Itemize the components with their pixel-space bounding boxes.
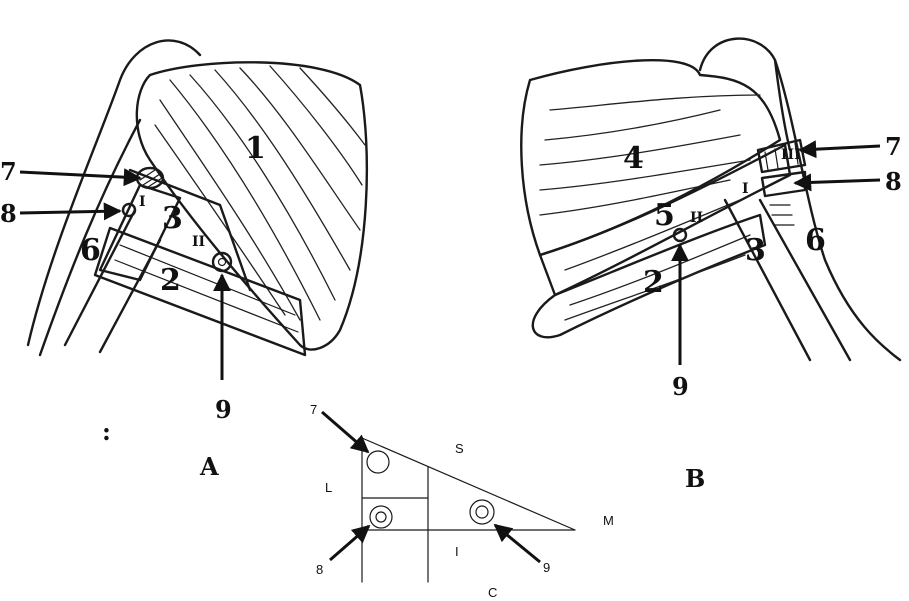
figure-b-label-5: 5 <box>654 198 675 233</box>
schematic-label-7: 7 <box>310 402 317 417</box>
figure-a-triangular-space <box>128 168 252 292</box>
schematic-label-m: M <box>603 513 614 528</box>
figure-a-label-3: 3 <box>162 201 183 236</box>
schematic-circle-8 <box>369 505 393 529</box>
figure-a-humerus <box>63 208 137 347</box>
figure-b-roman-1: I <box>742 181 749 197</box>
figure-b-arrow-7 <box>798 140 881 159</box>
figure-a-muscle-1-fibers <box>154 65 366 321</box>
figure-a-roman-2: II <box>192 234 205 250</box>
figure-b-arrow-8 <box>793 173 881 192</box>
figure-b-label-8: 8 <box>885 167 902 196</box>
figure-a-arrow-8 <box>19 202 122 221</box>
figure-b-roman-3: III <box>781 147 801 163</box>
figure-a-muscle-2 <box>93 226 307 357</box>
figure-a-label-7: 7 <box>0 157 17 186</box>
figure-b: 4 5 2 3 6 7 8 9 I II III B <box>520 37 902 493</box>
figure-a-arm-inner-outline <box>38 118 142 357</box>
schematic-label-8: 8 <box>316 562 323 577</box>
schematic-label-i: I <box>455 544 459 559</box>
figure-b-label-3: 3 <box>745 233 766 268</box>
figure-a-muscle-3 <box>98 183 182 282</box>
figure-b-structure-7 <box>756 138 807 174</box>
figure-a-structure-8 <box>121 202 137 218</box>
figure-a-arm-outline <box>26 39 202 347</box>
figure-b-label-4: 4 <box>623 141 644 176</box>
figure-a-label-8: 8 <box>0 199 17 228</box>
schematic-hypotenuse <box>361 437 576 531</box>
schematic-label-c: C <box>488 585 497 600</box>
schematic-arrow-9 <box>493 523 541 564</box>
schematic-arrow-7 <box>321 410 370 454</box>
figure-a: 1 2 3 6 7 8 9 I II A <box>0 39 369 481</box>
figure-b-label-7: 7 <box>885 132 902 161</box>
figure-b-muscle-2-fibers <box>564 199 751 321</box>
figure-b-panel-label: B <box>685 464 705 493</box>
schematic-circle-9 <box>469 499 495 525</box>
stray-mark: : <box>102 417 111 446</box>
figure-b-label-6: 6 <box>805 223 826 258</box>
figure-a-arrow-7 <box>19 168 142 187</box>
schematic: 7 8 9 S L M I C <box>310 402 614 600</box>
figure-a-roman-1: I <box>139 194 146 210</box>
figure-b-arm-outline <box>698 37 902 362</box>
figure-b-label-9: 9 <box>672 372 689 401</box>
figure-a-panel-label: A <box>199 452 219 481</box>
figure-b-muscle-4 <box>520 58 782 257</box>
figure-b-humerus <box>723 198 812 362</box>
figure-a-label-2: 2 <box>160 263 181 298</box>
figure-a-muscle-1 <box>135 61 369 351</box>
schematic-label-l: L <box>325 480 332 495</box>
schematic-circle-7 <box>366 450 390 474</box>
figure-b-roman-2: II <box>690 210 703 226</box>
figure-b-structure-9 <box>672 227 688 243</box>
schematic-label-9: 9 <box>543 560 550 575</box>
figure-a-label-6: 6 <box>80 233 101 268</box>
schematic-label-s: S <box>455 441 464 456</box>
figure-a-label-1: 1 <box>245 131 266 166</box>
figure-b-label-2: 2 <box>643 265 664 300</box>
figure-a-structure-9 <box>211 251 233 273</box>
schematic-arrow-8 <box>329 524 371 562</box>
figure-b-muscle-4-fibers <box>539 94 761 216</box>
figure-a-label-9: 9 <box>215 395 232 424</box>
